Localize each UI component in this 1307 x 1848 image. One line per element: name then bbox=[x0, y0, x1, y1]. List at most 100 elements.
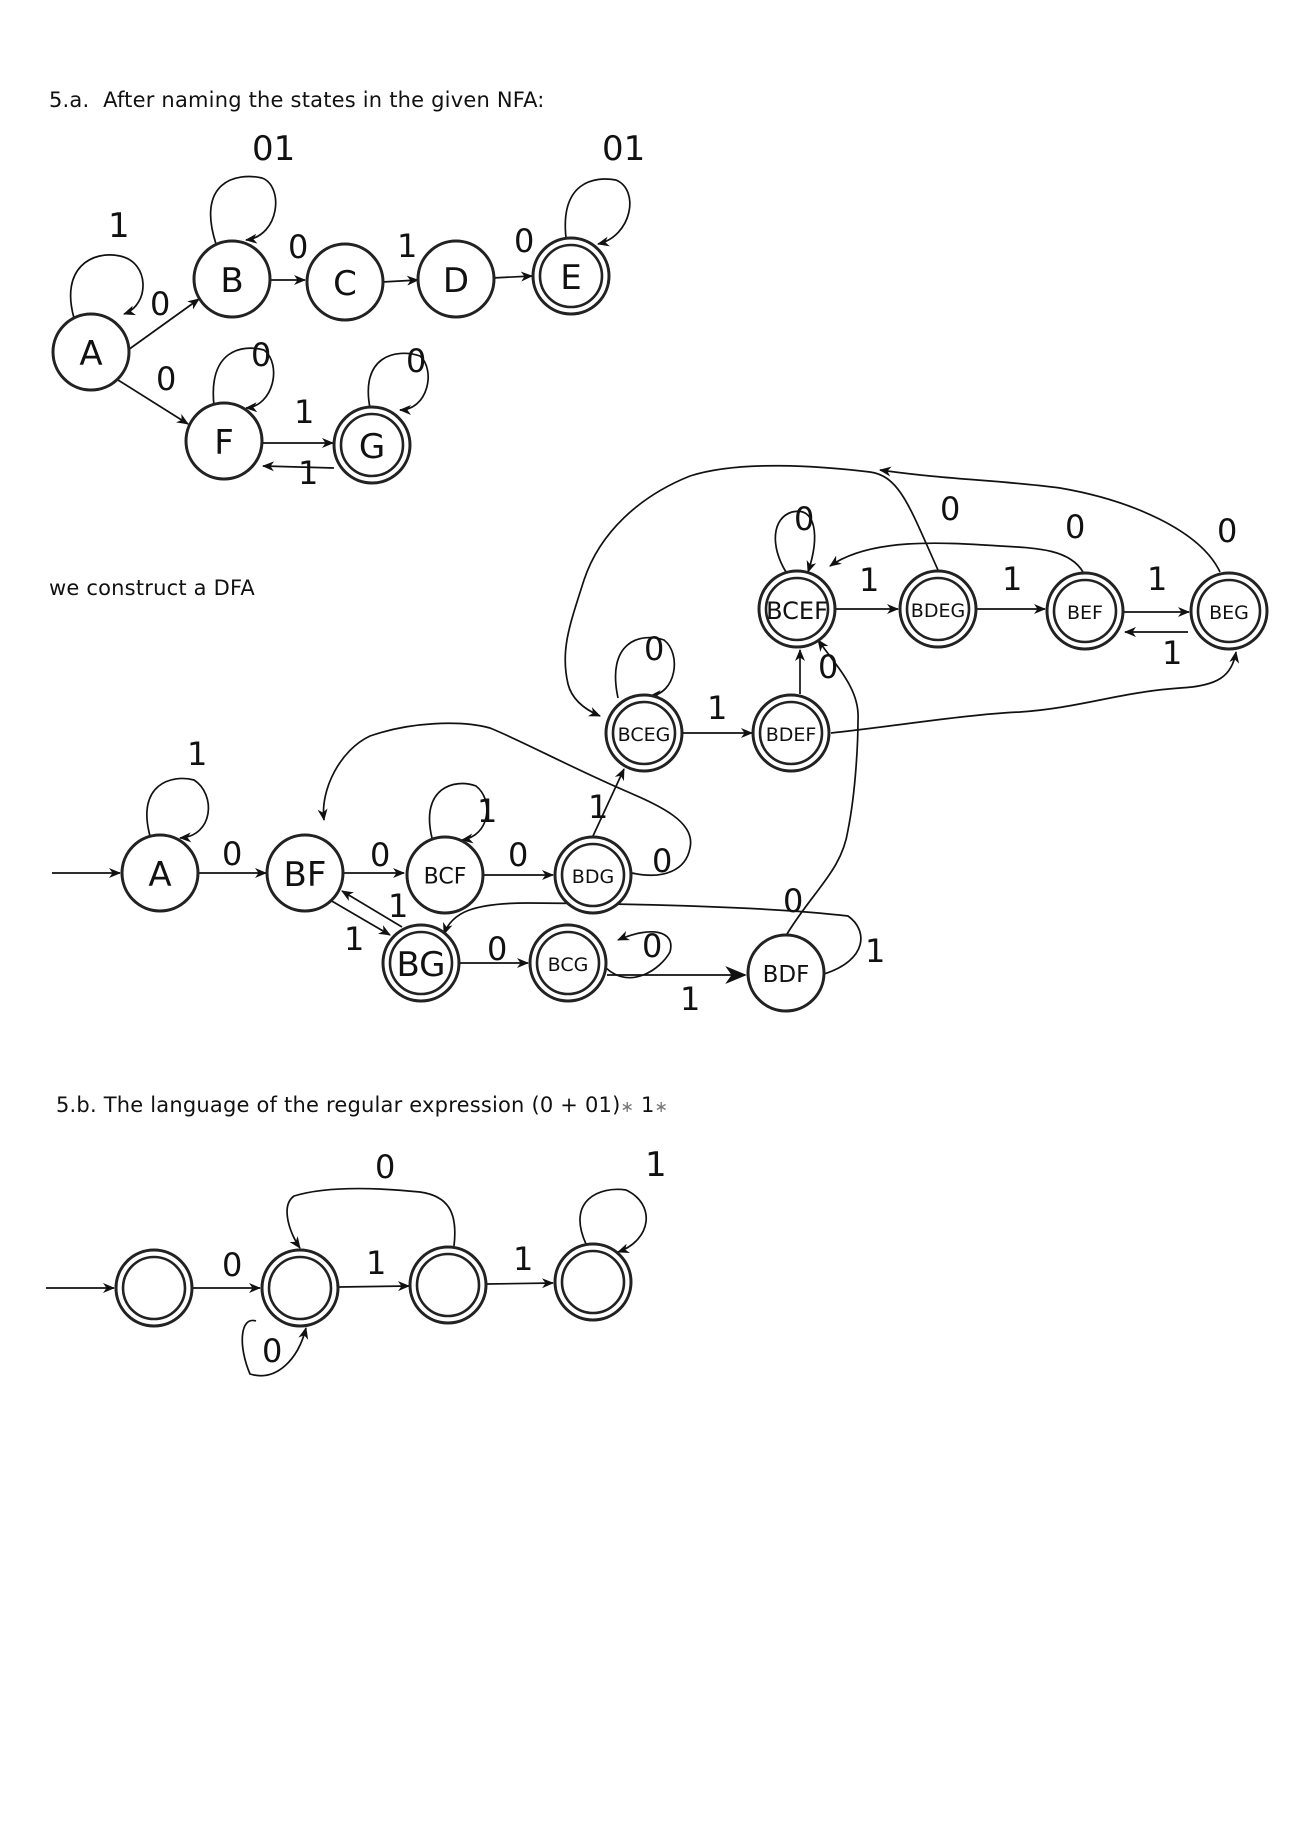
nfa-edge-g-g bbox=[367, 352, 429, 415]
dfa-state-label-bdf: BDF bbox=[763, 962, 810, 988]
dfa-edge-bg-bf bbox=[341, 890, 403, 928]
nfa-edge-a-a bbox=[69, 254, 144, 319]
dfa-edge-bcef-bcef bbox=[774, 510, 817, 573]
dfa-edge-label-bdeg-bef: 1 bbox=[1002, 560, 1022, 598]
dfa-edge-label-bceg-bceg: 0 bbox=[644, 630, 664, 668]
nfa-state-label-a: A bbox=[79, 334, 102, 374]
dfa-state-label-beg: BEG bbox=[1209, 602, 1249, 624]
dfa-edge-a-a bbox=[146, 777, 210, 843]
nfa-edge-label-g-g: 0 bbox=[406, 342, 426, 380]
regex-edge-q1-q2 bbox=[338, 1281, 410, 1292]
nfa-state-g: G bbox=[332, 405, 412, 485]
regex-edge-q2-q3 bbox=[486, 1278, 554, 1289]
nfa-edge-label-f-g: 1 bbox=[294, 393, 314, 431]
dfa-edge-label-bcef-bcef: 0 bbox=[794, 500, 814, 538]
nfa-state-label-e: E bbox=[560, 258, 581, 298]
nfa-state-c: C bbox=[305, 242, 385, 322]
dfa-edge-label-bdf-bg: 1 bbox=[865, 932, 885, 970]
dfa-state-label-bdeg: BDEG bbox=[911, 600, 965, 622]
dfa-edge-label-bef-bcef: 0 bbox=[1065, 508, 1085, 546]
dfa-state-bdf: BDF bbox=[746, 933, 826, 1013]
nfa-state-label-f: F bbox=[214, 423, 234, 463]
dfa-edge-label-a-bf: 0 bbox=[222, 835, 242, 873]
dfa-state-bcef: BCEF bbox=[757, 569, 837, 649]
dfa-edge-label-beg-bef: 1 bbox=[1162, 634, 1182, 672]
dfa-edge-bdg-bceg bbox=[317, 722, 692, 877]
caption-part-b-mid: 1 bbox=[634, 1093, 655, 1117]
dfa-state-bcg: BCG bbox=[528, 923, 608, 1003]
dfa-edge-label-bf-bcf: 0 bbox=[370, 836, 390, 874]
caption-dfa-intro: we construct a DFA bbox=[49, 576, 255, 600]
regex-edge-label-q0-q1: 0 bbox=[222, 1246, 242, 1284]
regex-state-q1 bbox=[260, 1248, 340, 1328]
nfa-edge-label-a-f: 0 bbox=[156, 360, 176, 398]
dfa-state-label-bef: BEF bbox=[1067, 602, 1103, 624]
nfa-edge-e-e bbox=[564, 178, 631, 247]
caption-part-b-prefix: 5.b. The language of the regular express… bbox=[56, 1093, 621, 1117]
dfa-state-label-bf: BF bbox=[284, 855, 327, 895]
dfa-edge-bdeg-bceg bbox=[564, 464, 939, 717]
dfa-state-label-bg: BG bbox=[396, 945, 445, 985]
dfa-edge-bf-bg bbox=[428, 782, 488, 844]
nfa-edge-label-c-d: 1 bbox=[397, 227, 417, 265]
nfa-edge-label-a-b: 0 bbox=[150, 285, 170, 323]
dfa-state-bf: BF bbox=[265, 833, 345, 913]
dfa-edge-label-bcef-bdeg: 1 bbox=[859, 561, 879, 599]
kleene-star-2: ∗ bbox=[654, 1097, 669, 1116]
regex-edge-label-q1-q1: 0 bbox=[262, 1332, 282, 1370]
dfa-edge-beg-bceg bbox=[879, 466, 1221, 573]
dfa-state-label-bcef: BCEF bbox=[766, 597, 828, 625]
dfa-edge-label-bcf-bdg: 1 bbox=[588, 788, 608, 826]
nfa-edge-b-b bbox=[209, 175, 277, 245]
dfa-edge-bcf-bdg bbox=[592, 768, 625, 837]
regex-state-q3 bbox=[553, 1242, 633, 1322]
nfa-edge-label-d-e: 0 bbox=[514, 222, 534, 260]
regex-state-q2 bbox=[408, 1245, 488, 1325]
dfa-edge-label-bf-bg: 1 bbox=[477, 792, 497, 830]
nfa-edge-label-b-c: 0 bbox=[288, 228, 308, 266]
regex-edge-q2-q1 bbox=[286, 1187, 456, 1249]
dfa-state-bef: BEF bbox=[1045, 571, 1125, 651]
regex-edge-q1-q1 bbox=[241, 1319, 309, 1377]
nfa-state-d: D bbox=[416, 239, 496, 319]
nfa-state-e: E bbox=[531, 236, 611, 316]
dfa-edge-label-bcg-bdf: 1 bbox=[680, 980, 700, 1018]
dfa-edge-bdef-beg bbox=[830, 651, 1240, 734]
nfa-state-label-d: D bbox=[443, 261, 469, 301]
nfa-state-b: B bbox=[192, 239, 272, 319]
dfa-edge-bceg-bceg bbox=[614, 636, 676, 701]
dfa-edge-bcg-bcg bbox=[605, 930, 672, 979]
kleene-star-1: ∗ bbox=[620, 1097, 635, 1116]
dfa-state-bg: BG bbox=[381, 923, 461, 1003]
dfa-edge-label-bef-beg: 1 bbox=[1147, 560, 1167, 598]
caption-part-a: 5.a. After naming the states in the give… bbox=[49, 88, 545, 112]
dfa-state-label-bcg: BCG bbox=[548, 954, 589, 976]
regex-edge-label-q1-q2: 1 bbox=[366, 1244, 386, 1282]
nfa-edge-label-e-e: 01 bbox=[602, 129, 645, 169]
nfa-state-f: F bbox=[184, 401, 264, 481]
dfa-edge-label-bceg-bdef: 1 bbox=[707, 689, 727, 727]
dfa-state-a: A bbox=[120, 833, 200, 913]
nfa-edge-d-e bbox=[491, 271, 533, 282]
nfa-edge-a-b bbox=[127, 298, 200, 351]
dfa-state-label-bcf: BCF bbox=[424, 865, 467, 890]
dfa-edge-label-bcf-bcf: 0 bbox=[508, 836, 528, 874]
nfa-edge-label-b-b: 01 bbox=[252, 129, 295, 169]
dfa-edge-label-beg-bceg: 0 bbox=[1217, 512, 1237, 550]
regex-edge-label-q2-q1: 0 bbox=[375, 1148, 395, 1186]
dfa-state-label-a: A bbox=[148, 855, 171, 895]
dfa-edge-bdf-bcef bbox=[786, 639, 859, 935]
dfa-edge-label-bcg-bcg: 0 bbox=[642, 927, 662, 965]
dfa-edge-label-a-a: 1 bbox=[187, 735, 207, 773]
nfa-edge-a-f bbox=[117, 379, 189, 425]
nfa-state-a: A bbox=[51, 312, 131, 392]
dfa-state-bdeg: BDEG bbox=[898, 569, 978, 649]
nfa-edge-label-a-a: 1 bbox=[108, 206, 130, 246]
dfa-state-bdg: BDG bbox=[553, 835, 633, 915]
dfa-edge-label-bdef-bcef: 0 bbox=[818, 648, 838, 686]
dfa-state-bceg: BCEG bbox=[604, 693, 684, 773]
regex-edge-label-q2-q3: 1 bbox=[513, 1240, 533, 1278]
dfa-edge-label-bdg-bceg: 0 bbox=[652, 842, 672, 880]
dfa-state-label-bdg: BDG bbox=[572, 866, 614, 888]
